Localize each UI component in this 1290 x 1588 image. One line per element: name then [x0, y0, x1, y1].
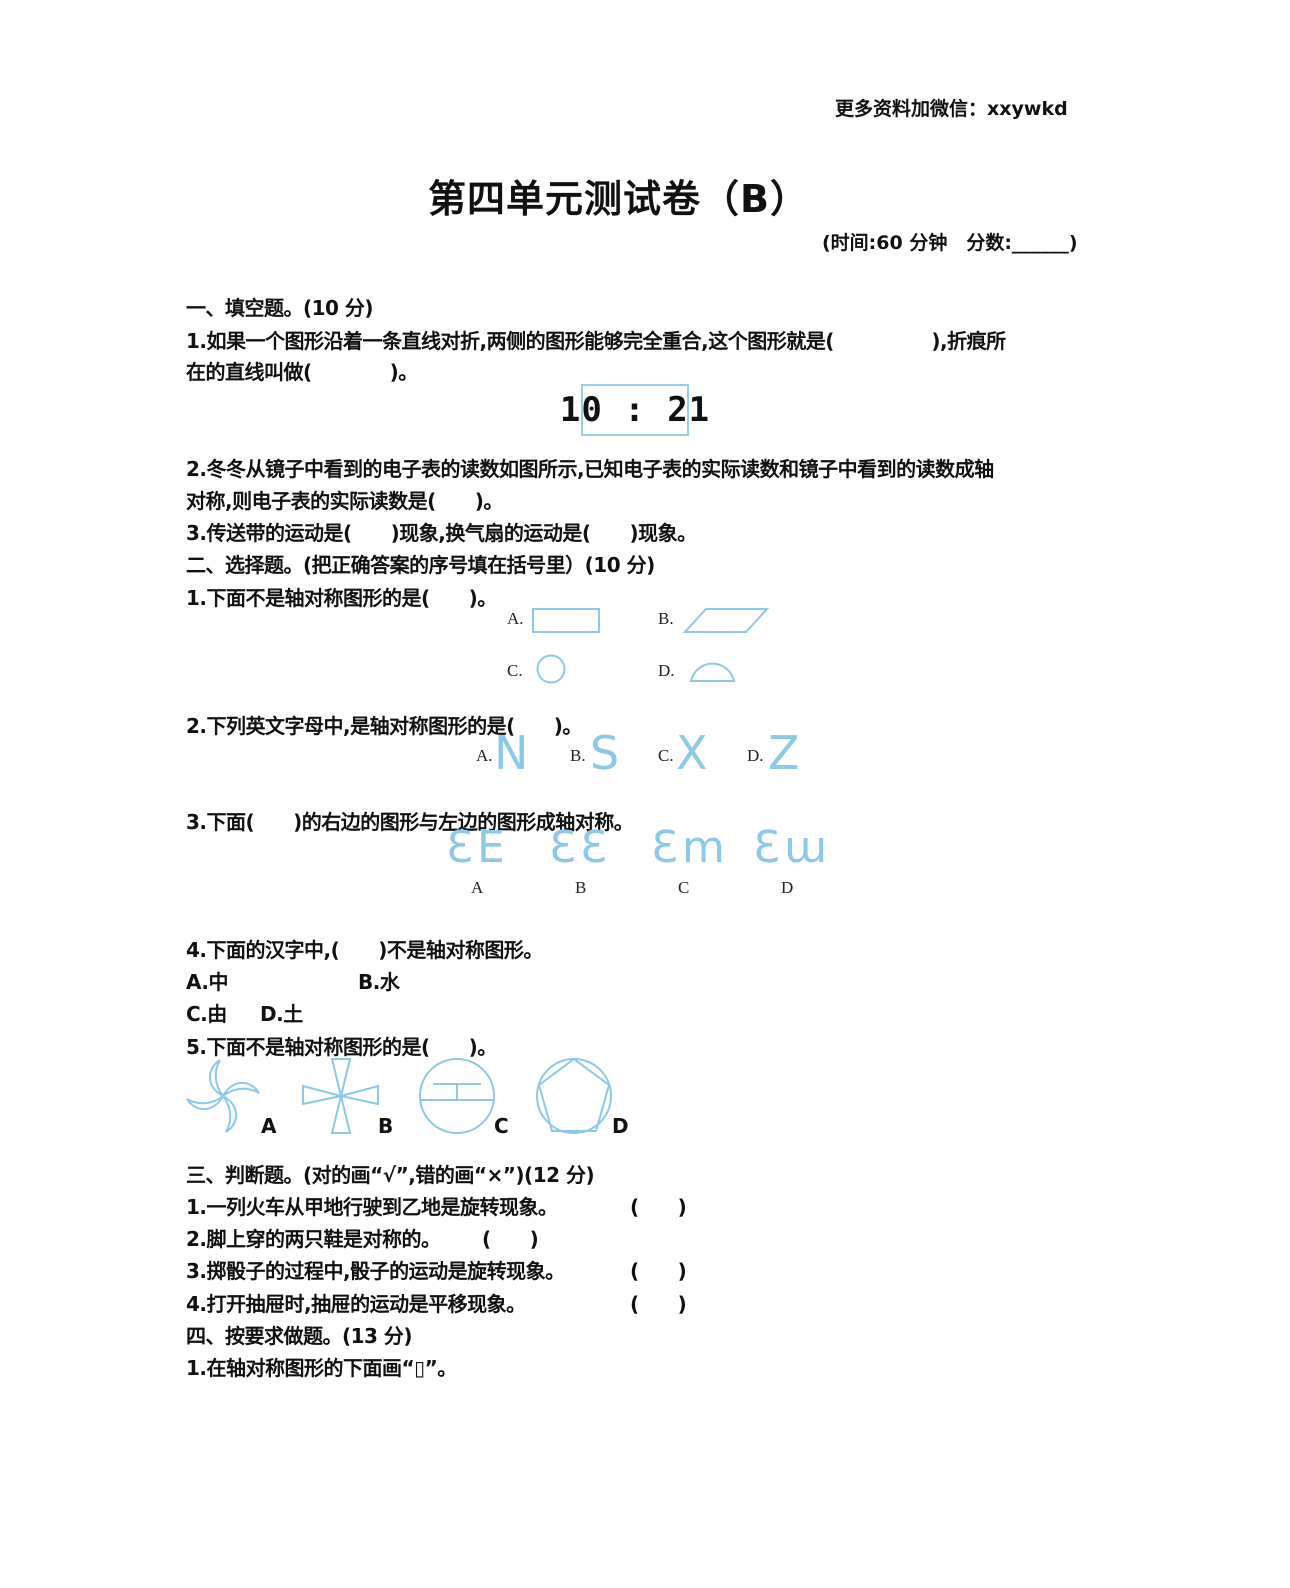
circle-shape-icon: [536, 654, 566, 684]
letter-z-figure: Z: [768, 726, 800, 780]
s1-q1-line2: 在的直线叫做( )。: [186, 360, 418, 384]
s1-q2-line1: 2.冬冬从镜子中看到的电子表的读数如图所示,已知电子表的实际读数和镜子中看到的读…: [186, 457, 994, 481]
s2-q3-option-a-label: A: [471, 878, 484, 897]
s2-q4: 4.下面的汉字中,( )不是轴对称图形。: [186, 938, 543, 962]
s2-q4-option-b: B.水: [358, 970, 400, 994]
s2-q1-option-a-label: A.: [507, 609, 524, 628]
s2-q5-label-b: B: [378, 1114, 393, 1138]
s3-item-1: 1.一列火车从甲地行驶到乙地是旋转现象。: [186, 1195, 558, 1219]
s2-q5: 5.下面不是轴对称图形的是( )。: [186, 1035, 497, 1059]
s3-item-2: 2.脚上穿的两只鞋是对称的。: [186, 1227, 441, 1251]
circle-with-symbol-figure-icon: [419, 1058, 495, 1134]
s2-q4-option-a: A.中: [186, 970, 228, 994]
s2-q3-option-b-label: B: [575, 878, 587, 897]
symbol-pair-a-figure: ƐE: [446, 822, 509, 873]
page-title: 第四单元测试卷（B）: [428, 177, 809, 221]
s2-q1-option-d-label: D.: [658, 661, 675, 680]
letter-x-figure: X: [676, 726, 708, 780]
letter-s-figure: S: [590, 726, 620, 780]
s3-item-4: 4.打开抽屉时,抽屉的运动是平移现象。: [186, 1292, 526, 1316]
s2-q2-option-a-label: A.: [476, 746, 493, 765]
s2-q2-option-c-label: C.: [658, 746, 674, 765]
s2-q4-option-d: D.土: [260, 1002, 303, 1026]
symbol-pair-b-figure: ƐƐ: [549, 822, 612, 873]
mirror-clock-figure: 10 : 21: [560, 384, 709, 436]
s2-q5-label-a: A: [261, 1114, 276, 1138]
symbol-pair-c-figure: Ɛm: [651, 822, 729, 873]
s2-q3: 3.下面( )的右边的图形与左边的图形成轴对称。: [186, 810, 634, 834]
pentagon-in-circle-figure-icon: [536, 1057, 612, 1134]
s1-q2-line2: 对称,则电子表的实际读数是( )。: [186, 489, 503, 513]
section2-header: 二、选择题。(把正确答案的序号填在括号里）(10 分): [186, 553, 655, 577]
section4-header: 四、按要求做题。(13 分): [186, 1324, 413, 1348]
s2-q1-option-c-label: C.: [507, 661, 523, 680]
s1-q3: 3.传送带的运动是( )现象,换气扇的运动是( )现象。: [186, 521, 697, 545]
exam-meta: (时间:60 分钟 分数:______): [822, 232, 1078, 254]
symbol-pair-d-figure: Ɛɯ: [753, 822, 831, 873]
s2-q2-option-d-label: D.: [747, 746, 764, 765]
pinwheel-figure-icon: [186, 1059, 260, 1133]
letter-n-figure: N: [494, 726, 529, 780]
s2-q5-label-d: D: [612, 1114, 629, 1138]
s2-q2-option-b-label: B.: [570, 746, 586, 765]
s2-q3-option-d-label: D: [781, 878, 794, 897]
s3-item-2-answer-paren[interactable]: ( ): [482, 1227, 539, 1251]
section3-header: 三、判断题。(对的画“√”,错的画“×”)(12 分): [186, 1163, 595, 1187]
s2-q4-option-c: C.由: [186, 1002, 227, 1026]
watermark: 更多资料加微信：xxywkd: [835, 98, 1068, 120]
s3-item-3-answer-paren[interactable]: ( ): [630, 1259, 687, 1283]
s2-q5-label-c: C: [494, 1114, 509, 1138]
rectangle-shape-icon: [532, 608, 600, 633]
s3-item-1-answer-paren[interactable]: ( ): [630, 1195, 687, 1219]
s2-q2: 2.下列英文字母中,是轴对称图形的是( )。: [186, 714, 582, 738]
section1-header: 一、填空题。(10 分): [186, 296, 374, 320]
s4-q1: 1.在轴对称图形的下面画“▯”。: [186, 1356, 457, 1380]
parallelogram-shape-icon: [682, 608, 770, 633]
s2-q3-option-c-label: C: [678, 878, 690, 897]
s3-item-3: 3.掷骰子的过程中,骰子的运动是旋转现象。: [186, 1259, 565, 1283]
s2-q1: 1.下面不是轴对称图形的是( )。: [186, 586, 497, 610]
bowtie-cross-figure-icon: [302, 1058, 379, 1134]
s1-q1-line1: 1.如果一个图形沿着一条直线对折,两侧的图形能够完全重合,这个图形就是( ),折…: [186, 329, 1006, 353]
s3-item-4-answer-paren[interactable]: ( ): [630, 1292, 687, 1316]
s2-q1-option-b-label: B.: [658, 609, 674, 628]
semicircle-shape-icon: [689, 662, 736, 682]
